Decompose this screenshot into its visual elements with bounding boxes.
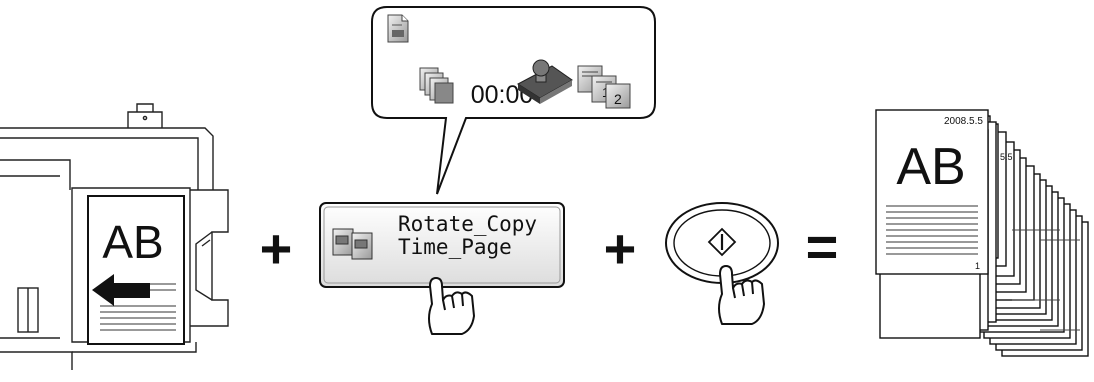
rotate-copy-time-page-button[interactable]: Rotate_Copy Time_Page: [319, 202, 565, 288]
output-date-stamp: 2008.5.5: [944, 116, 983, 127]
equals-sign: =: [806, 215, 839, 278]
feed-direction-arrow-icon: [92, 274, 150, 306]
rotate-copy-icon: [419, 67, 454, 104]
start-button[interactable]: [665, 202, 779, 284]
document-icon: [387, 14, 409, 43]
output-page-text: AB: [896, 138, 965, 196]
plus-sign: +: [260, 217, 293, 280]
button-label-line2: Time_Page: [398, 235, 512, 259]
original-document-text: AB: [102, 216, 163, 268]
scanner-illustration: [0, 103, 229, 370]
plus-sign: +: [604, 217, 637, 280]
status-icons-balloon: 00:00 1 2: [371, 6, 656, 195]
original-document: AB: [87, 195, 185, 345]
hand-pointer-icon: [718, 265, 765, 325]
output-page-number: 1: [975, 261, 980, 271]
hand-pointer-icon: [428, 277, 475, 335]
stamp-icon: [517, 59, 573, 104]
start-diamond-icon: [707, 227, 737, 257]
button-label-line1: Rotate_Copy: [398, 212, 537, 236]
output-front-page: 2008.5.5 AB 1: [886, 116, 983, 271]
back-page-date-stamp: 5.5: [1000, 152, 1013, 162]
copy-documents-icon: [332, 228, 373, 260]
page-number-icon: 1 2: [577, 65, 631, 109]
svg-text:2: 2: [614, 91, 622, 107]
